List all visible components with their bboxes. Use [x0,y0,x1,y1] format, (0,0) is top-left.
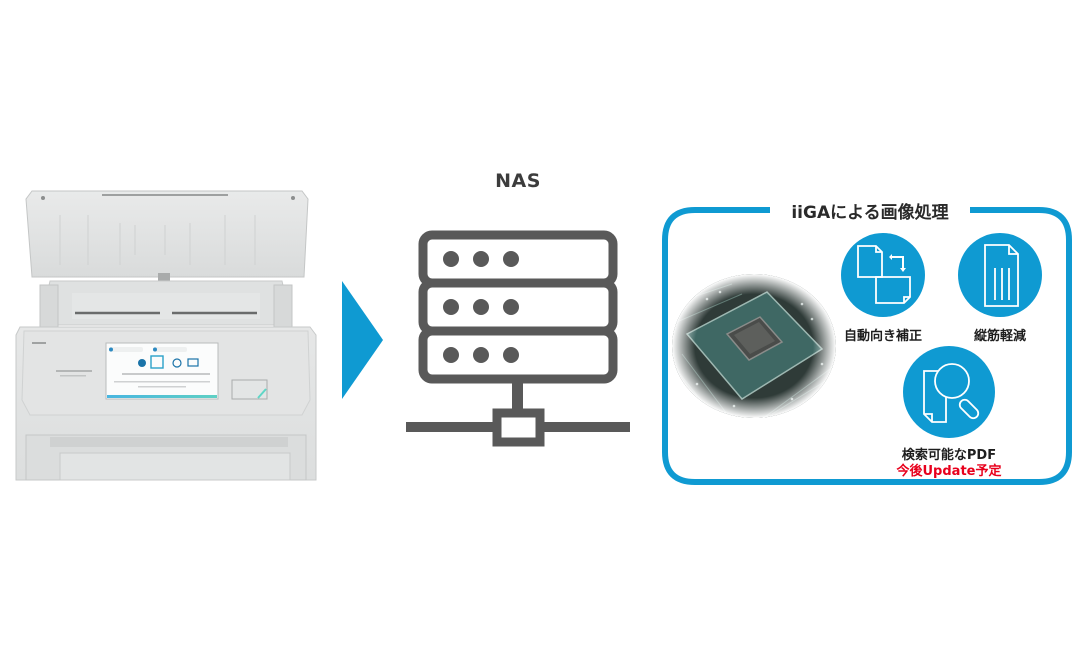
flow-arrow-icon [342,281,384,399]
feature-label: 縦筋軽減 [973,329,1026,344]
vertical-streak-reduction-icon [958,233,1042,317]
features-panel-frame [655,200,1080,490]
feature-searchable-pdf [902,346,996,440]
features-panel-heading: iiGAによる画像処理 [770,198,970,223]
feature-label: 自動向き補正 [843,329,922,344]
feature-auto-rotate [838,232,928,322]
feature-streak-reduction [956,232,1046,322]
auto-rotate-document-icon [841,233,925,317]
scanner-image [10,185,322,485]
searchable-pdf-icon [903,346,995,438]
circuit-chip-image [672,274,837,419]
feature-update-note: 今後Update予定 [896,464,1002,479]
feature-label: 検索可能なPDF [901,448,997,463]
nas-label: NAS [495,170,541,192]
scanner-touch-screen [105,342,219,400]
server-network-icon [400,225,640,450]
